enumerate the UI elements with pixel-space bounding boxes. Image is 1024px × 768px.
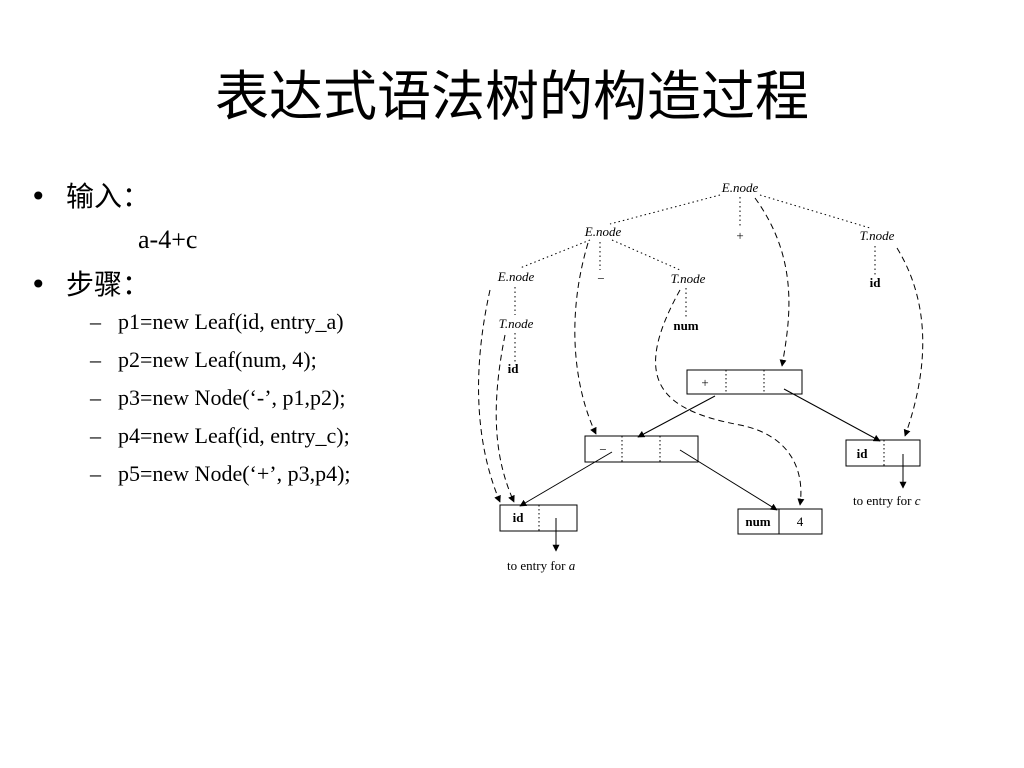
entry-c-prefix: to entry for (853, 493, 912, 508)
pt-num-label: num (673, 318, 698, 333)
dash-icon: – (90, 461, 101, 486)
step-5-text: p5=new Node(‘+’, p3,p4); (118, 461, 351, 486)
entry-c-label: to entry for c (853, 493, 921, 508)
leaf-num-value: 4 (797, 514, 804, 529)
pt-e-low-label: E.node (497, 269, 535, 284)
pt-root-label: E.node (721, 180, 759, 195)
step-1-text: p1=new Leaf(id, entry_a) (118, 309, 344, 334)
bullet-dot-icon: • (30, 180, 47, 213)
dash-icon: – (90, 385, 101, 410)
pt-id-low-label: id (508, 361, 520, 376)
entry-c-var: c (915, 493, 921, 508)
dash-icon: – (90, 347, 101, 372)
step-2: –p2=new Leaf(num, 4); (90, 346, 317, 374)
pt-e-mid-label: E.node (584, 224, 622, 239)
pt-id-right-label: id (870, 275, 882, 290)
entry-a-var: a (569, 558, 576, 573)
node-plus-op: + (701, 375, 708, 390)
leaf-id-a: id (499, 504, 578, 532)
pt-t-low-label: T.node (499, 316, 534, 331)
step-3: –p3=new Node(‘-’, p1,p2); (90, 384, 345, 412)
bullet-steps: • 步骤： (30, 268, 150, 302)
step-3-text: p3=new Node(‘-’, p1,p2); (118, 385, 346, 410)
pt-minus-label: − (597, 271, 604, 286)
correspondence-curves (478, 197, 924, 506)
step-4: –p4=new Leaf(id, entry_c); (90, 422, 350, 450)
dash-icon: – (90, 423, 101, 448)
pt-plus-label: + (736, 228, 743, 243)
node-minus-op: − (599, 442, 606, 457)
bullet-input-label: 输入： (66, 180, 151, 213)
bullet-input: • 输入： (30, 180, 150, 214)
parse-tree-edges (514, 194, 876, 362)
dash-icon: – (90, 309, 101, 334)
step-2-text: p2=new Leaf(num, 4); (118, 347, 317, 372)
leaf-id-c-label: id (857, 446, 869, 461)
step-1: –p1=new Leaf(id, entry_a) (90, 308, 344, 336)
entry-a-prefix: to entry for (507, 558, 566, 573)
bullet-steps-label: 步骤： (66, 268, 151, 301)
leaf-num-label: num (745, 514, 770, 529)
input-expression: a-4+c (138, 225, 198, 254)
step-4-text: p4=new Leaf(id, entry_c); (118, 423, 350, 448)
pt-t-mid-label: T.node (671, 271, 706, 286)
entry-a-label: to entry for a (507, 558, 576, 573)
pt-t-right-label: T.node (860, 228, 895, 243)
syntax-tree-edges (519, 388, 907, 552)
leaf-id-a-label: id (513, 510, 525, 525)
node-minus: − (584, 435, 699, 463)
leaf-num: num 4 (737, 508, 823, 535)
step-5: –p5=new Node(‘+’, p3,p4); (90, 460, 351, 488)
slide-title: 表达式语法树的构造过程 (215, 65, 809, 128)
leaf-id-c: id (845, 439, 921, 467)
bullet-dot-icon: • (30, 268, 47, 301)
node-plus: + (686, 369, 803, 395)
